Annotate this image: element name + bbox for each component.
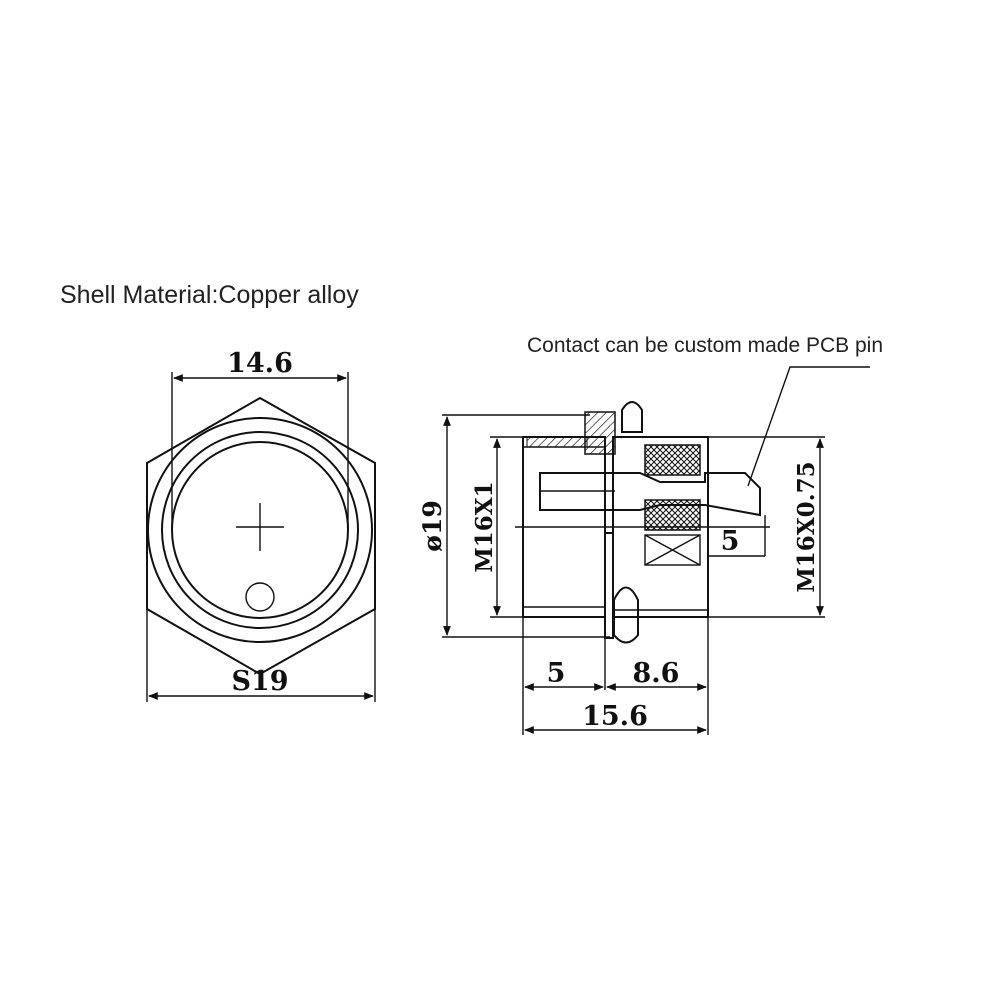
front-body-top-hatch	[526, 436, 588, 448]
outer-ring	[147, 417, 373, 643]
coupling-nut-top	[621, 401, 643, 433]
hex-nut-outline	[146, 396, 376, 676]
insulator-core	[644, 534, 701, 566]
key-notch	[245, 582, 275, 612]
contact-note: Contact can be custom made PCB pin	[527, 334, 883, 357]
panel-top	[584, 411, 616, 455]
thread-ring	[161, 431, 359, 629]
dim-front-width: 14.6	[227, 348, 293, 379]
dim-total-length: 15.6	[582, 701, 648, 732]
dim-rear-length: 8.6	[633, 658, 680, 689]
dim-hex-size: S19	[231, 666, 288, 697]
contact-pin	[539, 472, 761, 517]
shell-material-note: Shell Material:Copper alloy	[60, 281, 359, 309]
front-view: 14.6 S19	[146, 348, 376, 702]
dim-diameter: ø19	[418, 500, 447, 551]
contact-note-leader	[747, 366, 870, 487]
dim-pin-offset: 5	[721, 526, 740, 557]
dim-thread-front: M16X1	[471, 481, 498, 572]
dim-thread-rear: M16X0.75	[793, 461, 820, 592]
coupling-nut-bottom	[613, 586, 639, 644]
side-view: ø19 M16X1 M16X0.75 5 5 8.6 15.6	[418, 366, 870, 735]
insulator-top	[644, 444, 701, 476]
flange	[604, 532, 614, 639]
dim-front-length: 5	[547, 658, 566, 689]
